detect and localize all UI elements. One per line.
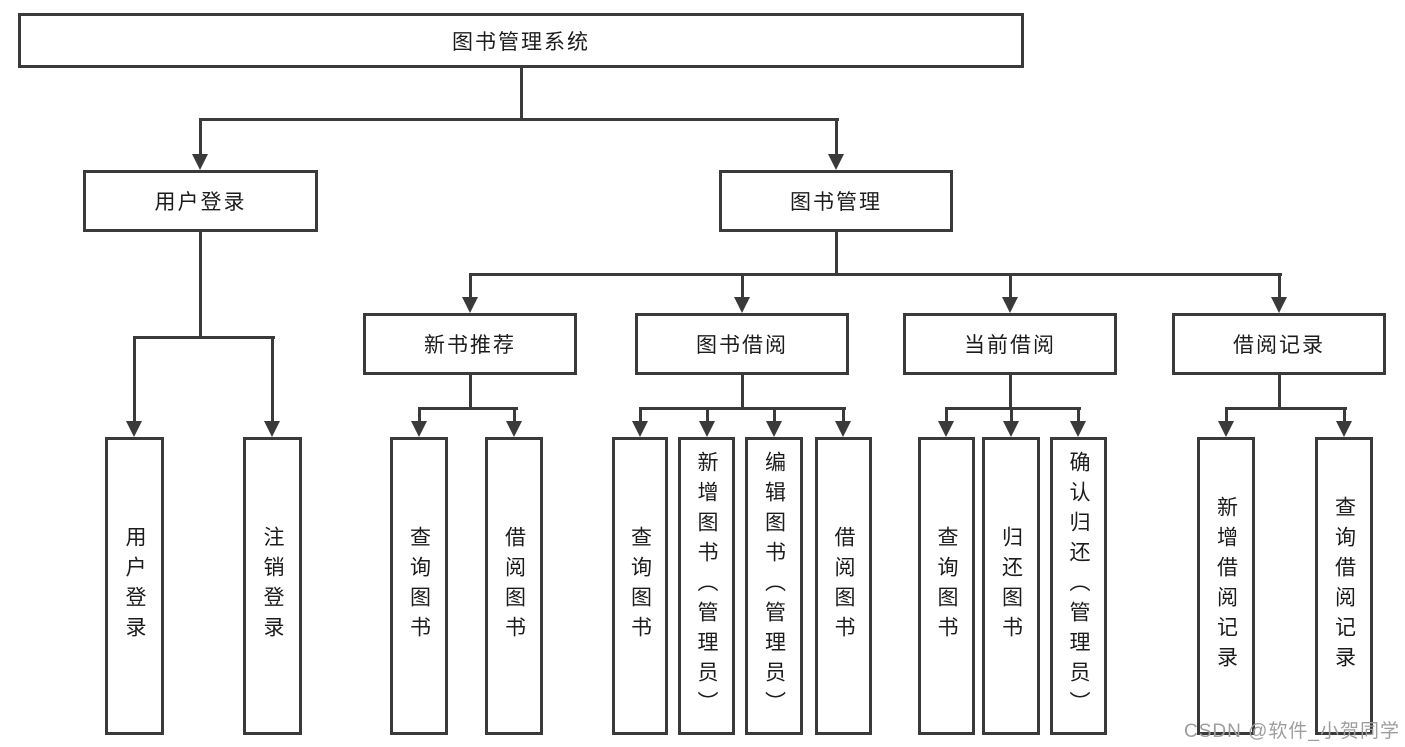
connector-line bbox=[1009, 273, 1012, 297]
node-leaf-confirm-return-admin: 确认归还（管理员） bbox=[1050, 437, 1107, 735]
node-label: 查询图书 bbox=[628, 526, 652, 646]
connector-line bbox=[1343, 407, 1346, 421]
node-label: 确认归还（管理员） bbox=[1067, 451, 1090, 721]
connector-arrowhead bbox=[1003, 421, 1019, 437]
node-leaf-query-books-current: 查询图书 bbox=[918, 437, 975, 735]
connector-arrowhead bbox=[126, 421, 142, 437]
connector-line bbox=[199, 232, 202, 336]
connector-arrowhead bbox=[264, 421, 280, 437]
node-label: 借阅图书 bbox=[502, 526, 526, 646]
node-label: 用户登录 bbox=[123, 526, 146, 646]
connector-line bbox=[1077, 407, 1080, 421]
connector-line bbox=[469, 273, 472, 297]
connector-line bbox=[520, 68, 523, 118]
node-borrowing-records: 借阅记录 bbox=[1172, 313, 1386, 375]
connector-arrowhead bbox=[766, 421, 782, 437]
connector-line bbox=[1009, 375, 1012, 407]
node-leaf-query-books-recommend: 查询图书 bbox=[390, 437, 448, 735]
node-label: 当前借阅 bbox=[964, 334, 1056, 357]
node-leaf-add-borrow-record: 新增借阅记录 bbox=[1197, 437, 1255, 735]
node-label: 编辑图书（管理员） bbox=[762, 451, 786, 721]
node-label: 查询图书 bbox=[935, 526, 958, 646]
node-label: 图书借阅 bbox=[696, 334, 788, 357]
connector-arrowhead bbox=[1070, 421, 1086, 437]
connector-line bbox=[835, 118, 838, 154]
connector-arrowhead bbox=[734, 297, 750, 313]
node-user-login: 用户登录 bbox=[83, 170, 318, 232]
connector-line bbox=[1225, 407, 1347, 410]
connector-line bbox=[773, 407, 776, 421]
connector-line bbox=[513, 407, 516, 421]
connector-line bbox=[418, 407, 421, 421]
node-label: 查询图书 bbox=[407, 526, 431, 646]
connector-line bbox=[199, 118, 202, 154]
connector-arrowhead bbox=[1002, 297, 1018, 313]
node-leaf-borrow-books-recommend: 借阅图书 bbox=[485, 437, 543, 735]
connector-line bbox=[469, 375, 472, 407]
connector-line bbox=[945, 407, 1081, 410]
connector-line bbox=[639, 407, 642, 421]
connector-line bbox=[199, 118, 839, 121]
node-label: 借阅记录 bbox=[1233, 334, 1325, 357]
node-label: 新书推荐 bbox=[424, 334, 516, 357]
connector-line bbox=[271, 336, 274, 421]
connector-line bbox=[835, 232, 838, 273]
node-leaf-add-book-admin: 新增图书（管理员） bbox=[678, 437, 735, 735]
connector-line bbox=[741, 375, 744, 407]
connector-arrowhead bbox=[1218, 421, 1234, 437]
node-leaf-user-login: 用户登录 bbox=[105, 437, 164, 735]
csdn-watermark: CSDN @软件_小贺同学 bbox=[1184, 721, 1400, 742]
node-label: 图书管理 bbox=[790, 191, 882, 214]
connector-arrowhead bbox=[1336, 421, 1352, 437]
node-book-borrowing: 图书借阅 bbox=[635, 313, 849, 375]
node-label: 注销登录 bbox=[261, 526, 284, 646]
connector-line bbox=[1225, 407, 1228, 421]
node-label: 新增图书（管理员） bbox=[695, 451, 718, 721]
node-label: 借阅图书 bbox=[832, 526, 855, 646]
connector-line bbox=[133, 336, 275, 339]
node-leaf-logout: 注销登录 bbox=[243, 437, 302, 735]
connector-arrowhead bbox=[192, 154, 208, 170]
connector-arrowhead bbox=[506, 421, 522, 437]
node-label: 归还图书 bbox=[999, 526, 1023, 646]
connector-line bbox=[741, 273, 744, 297]
connector-arrowhead bbox=[938, 421, 954, 437]
connector-line bbox=[469, 273, 1282, 276]
node-label: 新增借阅记录 bbox=[1214, 496, 1238, 676]
node-root: 图书管理系统 bbox=[18, 13, 1024, 68]
connector-line bbox=[945, 407, 948, 421]
node-new-book-recommend: 新书推荐 bbox=[363, 313, 577, 375]
connector-arrowhead bbox=[828, 154, 844, 170]
connector-line bbox=[1278, 375, 1281, 407]
connector-arrowhead bbox=[699, 421, 715, 437]
connector-arrowhead bbox=[835, 421, 851, 437]
node-book-management: 图书管理 bbox=[719, 170, 953, 232]
connector-line bbox=[639, 407, 846, 410]
connector-arrowhead bbox=[411, 421, 427, 437]
connector-line bbox=[133, 336, 136, 421]
node-label: 查询借阅记录 bbox=[1332, 496, 1356, 676]
connector-line bbox=[418, 407, 518, 410]
node-leaf-query-books-borrowing: 查询图书 bbox=[612, 437, 668, 735]
node-label: 用户登录 bbox=[154, 191, 247, 214]
connector-line bbox=[706, 407, 709, 421]
connector-line bbox=[1010, 407, 1013, 421]
connector-arrowhead bbox=[632, 421, 648, 437]
node-leaf-return-book: 归还图书 bbox=[982, 437, 1040, 735]
node-leaf-edit-book-admin: 编辑图书（管理员） bbox=[745, 437, 803, 735]
node-leaf-borrow-books: 借阅图书 bbox=[815, 437, 872, 735]
connector-arrowhead bbox=[1271, 297, 1287, 313]
connector-line bbox=[842, 407, 845, 421]
connector-arrowhead bbox=[462, 297, 478, 313]
node-root-label: 图书管理系统 bbox=[452, 30, 590, 54]
node-leaf-query-borrow-record: 查询借阅记录 bbox=[1315, 437, 1373, 735]
connector-line bbox=[1278, 273, 1281, 297]
node-current-borrowing: 当前借阅 bbox=[903, 313, 1117, 375]
